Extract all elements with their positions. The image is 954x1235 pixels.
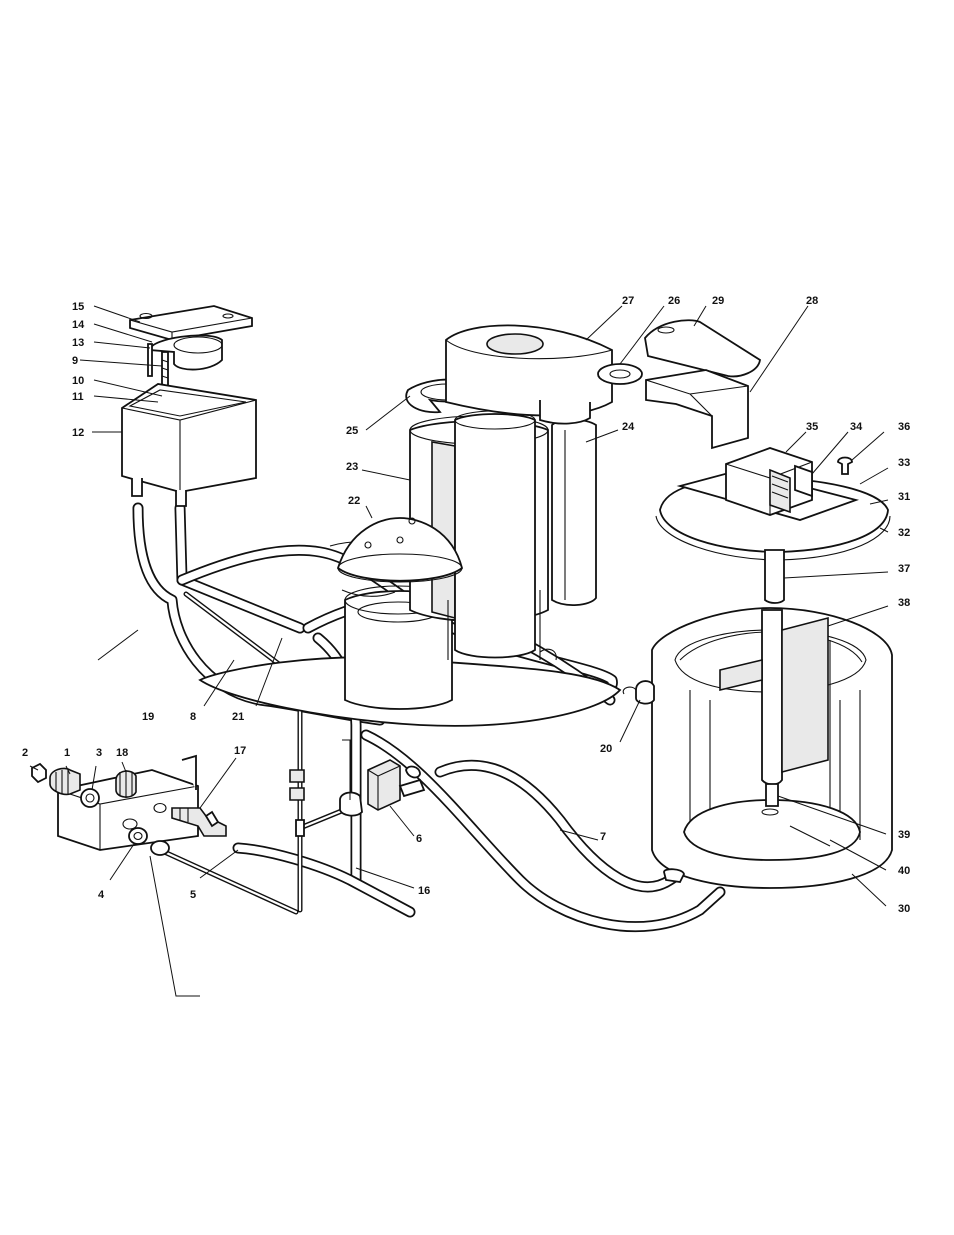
callout-18: 18 [116, 747, 128, 759]
callout-29: 29 [712, 295, 724, 307]
callout-1: 1 [64, 747, 70, 759]
callout-31: 31 [898, 491, 910, 503]
callout-15: 15 [72, 301, 84, 313]
nut-4 [129, 828, 147, 844]
sleeve-24 [552, 420, 596, 605]
basin [652, 608, 892, 888]
callout-17: 17 [234, 745, 246, 757]
bolt-39 [766, 784, 778, 806]
boiler-assembly [338, 325, 642, 709]
callout-27: 27 [622, 295, 634, 307]
callout-5: 5 [190, 889, 196, 901]
callout-14: 14 [72, 319, 85, 331]
callout-38: 38 [898, 597, 910, 609]
motor-assembly [656, 448, 890, 603]
callout-35: 35 [806, 421, 818, 433]
screw-36 [838, 458, 852, 475]
valve-6 [368, 760, 400, 810]
callout-32: 32 [898, 527, 910, 539]
callout-16: 16 [418, 885, 430, 897]
callout-28: 28 [806, 295, 818, 307]
callout-8: 8 [190, 711, 196, 723]
callout-21: 21 [232, 711, 244, 723]
spout-28 [646, 370, 748, 448]
callout-37: 37 [898, 563, 910, 575]
nut-2 [32, 764, 46, 782]
callout-10: 10 [72, 375, 84, 387]
pin-13 [148, 344, 152, 376]
agitator-38 [762, 610, 782, 785]
callout-40: 40 [898, 865, 910, 877]
washer-26 [598, 364, 642, 384]
callout-20: 20 [600, 743, 612, 755]
callout-9: 9 [72, 355, 78, 367]
fitting-1 [50, 768, 80, 794]
shaft-37 [765, 550, 784, 603]
callout-4: 4 [98, 889, 105, 901]
callout-36: 36 [898, 421, 910, 433]
callout-30: 30 [898, 903, 910, 915]
reservoir-assembly [122, 306, 256, 506]
callout-23: 23 [346, 461, 358, 473]
cover-29 [645, 320, 760, 376]
callout-6: 6 [416, 833, 422, 845]
callout-12: 12 [72, 427, 84, 439]
callout-25: 25 [346, 425, 358, 437]
callout-2: 2 [22, 747, 28, 759]
callout-26: 26 [668, 295, 680, 307]
callout-7: 7 [600, 831, 606, 843]
outlet-cover [645, 320, 760, 448]
callout-13: 13 [72, 337, 84, 349]
callout-33: 33 [898, 457, 910, 469]
callout-11: 11 [72, 391, 84, 403]
callout-24: 24 [622, 421, 635, 433]
callout-22: 22 [348, 495, 360, 507]
callout-3: 3 [96, 747, 102, 759]
callout-19: 19 [142, 711, 154, 723]
float-14 [150, 335, 222, 369]
washer-3 [81, 789, 99, 807]
callout-34: 34 [850, 421, 863, 433]
inlet-fittings [32, 756, 226, 855]
callout-39: 39 [898, 829, 910, 841]
